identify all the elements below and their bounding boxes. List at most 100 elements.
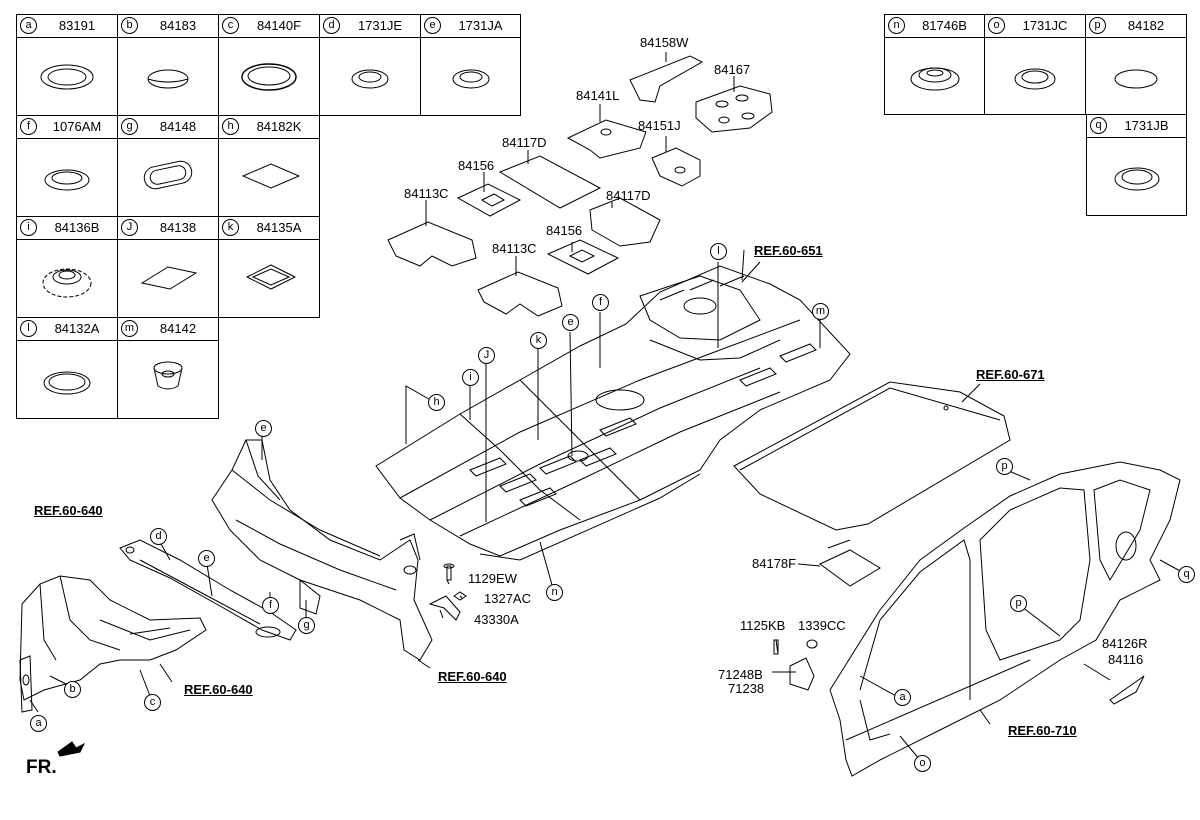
ref-60-671[interactable]: REF.60-671 [976, 367, 1045, 382]
pad-84113C-lower [477, 271, 563, 317]
callout-g: g [298, 617, 315, 634]
callout-d: d [150, 528, 167, 545]
ref-60-710[interactable]: REF.60-710 [1008, 723, 1077, 738]
part-number: 84136B [54, 220, 100, 235]
part-number: 84140F [256, 18, 302, 33]
callout-l: l [710, 243, 727, 260]
label-71238: 71238 [728, 681, 765, 696]
pad-84117D-lower [589, 197, 661, 247]
label-1339CC: 1339CC [798, 618, 846, 633]
label-43330A: 43330A [474, 612, 519, 627]
bolt-1129EW [443, 563, 455, 581]
label-84117D-upper: 84117D [502, 135, 547, 150]
part-number: 84182 [1127, 18, 1165, 33]
label-1125KB: 1125KB [740, 618, 786, 633]
part-number: 1731JA [458, 18, 503, 33]
part-number: 84183 [159, 18, 197, 33]
label-84156-upper: 84156 [458, 158, 495, 173]
ref-60-640-dash[interactable]: REF.60-640 [438, 669, 507, 684]
pad-84126R [1109, 675, 1145, 705]
ref-60-651[interactable]: REF.60-651 [754, 243, 823, 258]
label-84126R: 84126R [1102, 636, 1148, 651]
pad-84141L [566, 119, 647, 159]
pad-icon [241, 163, 301, 189]
callout-i: i [462, 369, 479, 386]
part-number: 1731JC [1022, 18, 1068, 33]
callout-J: J [478, 347, 495, 364]
callout-p: p [1010, 595, 1027, 612]
ref-60-640-front[interactable]: REF.60-640 [184, 682, 253, 697]
callout-b: b [64, 681, 81, 698]
pad-84151J [651, 147, 701, 187]
grommet-icon [241, 63, 297, 91]
label-84158W: 84158W [640, 35, 689, 50]
dash-panel [211, 439, 433, 661]
grommet-icon [43, 371, 91, 395]
grommet-icon [910, 67, 960, 91]
grommet-icon [44, 169, 90, 191]
rect-plug-icon [246, 264, 296, 290]
grommet-icon [1114, 167, 1160, 191]
floor-pan-assembly [375, 265, 851, 561]
callout-e: e [198, 550, 215, 567]
leader-lines [29, 52, 1183, 761]
label-84151J: 84151J [638, 118, 681, 133]
pad-icon [140, 266, 198, 290]
roof-panel [733, 381, 1011, 531]
callout-k: k [530, 332, 547, 349]
part-number: 84135A [256, 220, 302, 235]
part-number: 1731JE [357, 18, 403, 33]
pad-84167 [695, 85, 773, 133]
pad-84156-lower [546, 239, 620, 275]
plug-icon [1114, 69, 1158, 89]
callout-n: n [546, 584, 563, 601]
pad-84178F [819, 549, 881, 587]
callout-e: e [562, 314, 579, 331]
label-84141L: 84141L [576, 88, 620, 103]
part-number: 84138 [159, 220, 197, 235]
gear-plug-icon [42, 268, 92, 298]
front-side-member [19, 575, 207, 713]
callout-c: c [144, 694, 161, 711]
callout-o: o [914, 755, 931, 772]
part-number: 81746B [922, 18, 967, 33]
plug-icon [147, 69, 189, 89]
part-number: 84148 [159, 119, 197, 134]
part-number: 1731JB [1124, 118, 1169, 133]
callout-a: a [30, 715, 47, 732]
part-number: 83191 [58, 18, 96, 33]
grommet-icon [452, 69, 490, 89]
front-arrow-icon [57, 741, 86, 757]
part-number: 84142 [159, 321, 197, 336]
callout-q: q [1178, 566, 1195, 583]
part-number: 84182K [256, 119, 302, 134]
callout-e: e [255, 420, 272, 437]
cup-plug-icon [153, 361, 183, 390]
bracket-71248B [789, 657, 815, 691]
front-marker: FR. [26, 757, 57, 778]
label-1129EW: 1129EW [468, 571, 517, 586]
label-1327AC: 1327AC [484, 591, 531, 606]
callout-m: m [812, 303, 829, 320]
label-84178F: 84178F [752, 556, 797, 571]
label-84156-lower: 84156 [546, 223, 583, 238]
ref-60-640-left[interactable]: REF.60-640 [34, 503, 103, 518]
pad-84113C-upper [387, 221, 477, 267]
grommet-icon [40, 64, 94, 90]
label-84113C-upper: 84113C [404, 186, 449, 201]
label-84167: 84167 [714, 62, 751, 77]
